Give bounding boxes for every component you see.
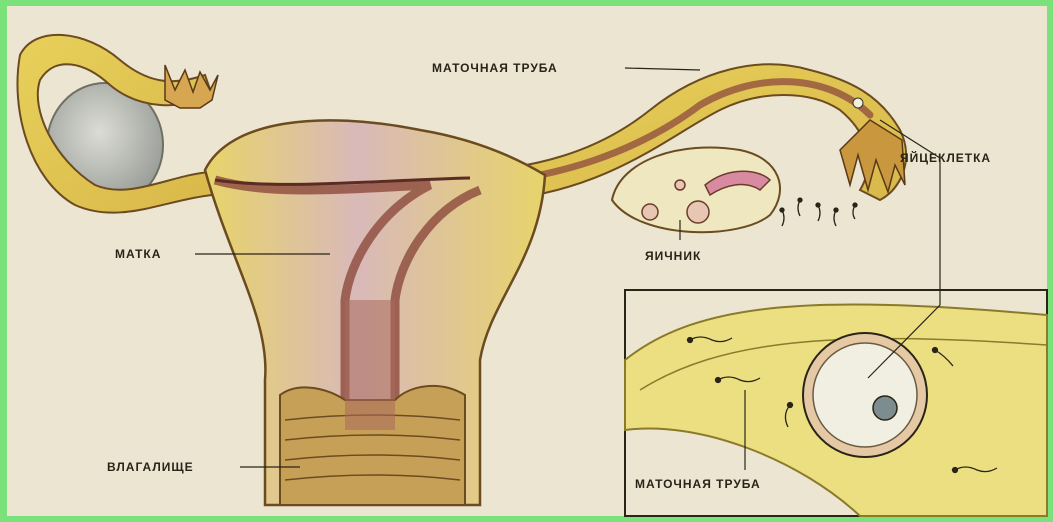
follicle: [687, 201, 709, 223]
follicle: [675, 180, 685, 190]
cervical-canal: [345, 300, 395, 430]
label-vagina: ВЛАГАЛИЩЕ: [107, 460, 194, 474]
label-fallopian-tube: МАТОЧНАЯ ТРУБА: [432, 61, 558, 75]
egg-membrane: [813, 343, 917, 447]
egg-nucleus: [873, 396, 897, 420]
follicle: [642, 204, 658, 220]
label-inset-fallopian-tube: МАТОЧНАЯ ТРУБА: [635, 477, 761, 491]
label-uterus: МАТКА: [115, 247, 161, 261]
label-egg-cell: ЯЙЦЕКЛЕТКА: [900, 150, 991, 165]
label-ovary: ЯИЧНИК: [645, 249, 701, 263]
egg-cell-dot: [853, 98, 863, 108]
